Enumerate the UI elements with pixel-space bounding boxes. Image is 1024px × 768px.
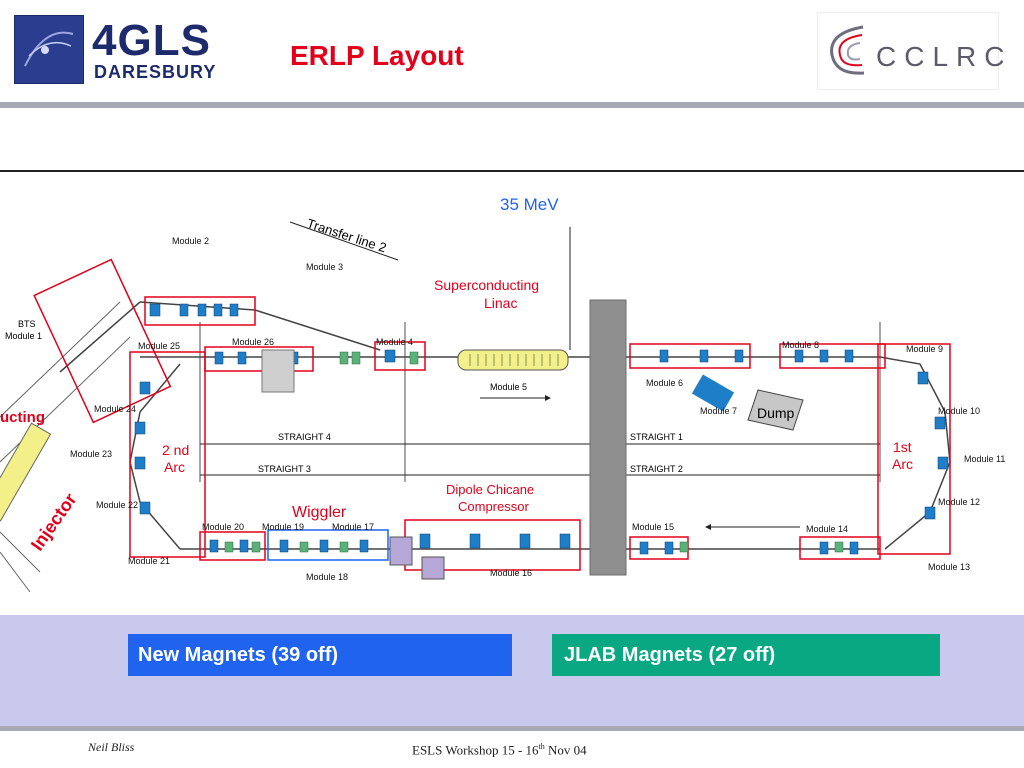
module-15-label: Module 15	[632, 522, 674, 532]
bts-label: BTS	[18, 319, 36, 329]
module-11-label: Module 11	[964, 454, 1005, 464]
straight-dimension-lines: STRAIGHT 4 STRAIGHT 1 STRAIGHT 3 STRAIGH…	[199, 322, 881, 482]
module-25-label: Module 25	[138, 341, 180, 351]
module-9-label: Module 9	[906, 344, 943, 354]
footer-author: Neil Bliss	[88, 740, 135, 754]
daresbury-emblem-logo	[14, 15, 84, 84]
module-14-frame	[799, 536, 881, 560]
injector-section: ucting Injector	[0, 301, 131, 593]
module-2-frame	[144, 296, 256, 326]
footer-event-suffix: Nov 04	[544, 742, 587, 758]
linac-cryomodule	[457, 349, 569, 371]
diagnostic-box-2	[421, 556, 445, 580]
arrow-left-icon	[705, 524, 711, 530]
module-19-label: Module 19	[262, 522, 304, 532]
footer-event-sup: th	[538, 742, 545, 751]
dump-line-magnet	[691, 374, 735, 412]
module-23-label: Module 23	[70, 449, 112, 459]
chicane-label-line1: Dipole Chicane	[446, 482, 534, 497]
new-magnets-legend: New Magnets (39 off)	[128, 634, 512, 676]
jlab-magnets-legend: JLAB Magnets (27 off)	[552, 634, 940, 676]
module-5-label: Module 5	[490, 382, 527, 392]
cclrc-logo: CCLRC	[817, 12, 1004, 90]
linac-label-line2: Linac	[484, 295, 517, 311]
module-16-label: Module 16	[490, 568, 532, 578]
footer-event: ESLS Workshop 15 - 16th Nov 04	[412, 742, 587, 758]
first-arc-beampath	[879, 356, 951, 550]
module-labels: Module 2 Module 3 Module 4 Module 6 Modu…	[70, 236, 1005, 582]
module-21-label: Module 21	[128, 556, 170, 566]
straight-3-label: STRAIGHT 3	[258, 464, 311, 474]
shielding-wall	[589, 299, 627, 576]
transfer-line-bracket	[289, 221, 399, 261]
arrow-right-icon	[545, 395, 551, 401]
module-8-frame	[779, 343, 886, 369]
slide-footer	[0, 731, 1024, 768]
module-17-label: Module 17	[332, 522, 374, 532]
module-8-label: Module 8	[782, 340, 819, 350]
module-14-label: Module 14	[806, 524, 848, 534]
module-1-label: Module 1	[5, 331, 42, 341]
footer-event-prefix: ESLS Workshop 15 - 16	[412, 742, 539, 758]
module-13-label: Module 13	[928, 562, 970, 572]
module-20-frame	[199, 531, 266, 561]
page-title: ERLP Layout	[290, 40, 464, 71]
energy-label: 35 MeV	[500, 195, 559, 214]
module-15-frame	[629, 536, 689, 560]
injector-partial-label: ucting	[0, 409, 45, 426]
linac-label-line1: Superconducting	[434, 277, 539, 293]
straight-1-label: STRAIGHT 1	[630, 432, 683, 442]
bts-frame	[33, 258, 172, 424]
4gls-logo: 4GLS DARESBURY	[88, 16, 244, 82]
module-18-label: Module 18	[306, 572, 348, 582]
first-arc-label-line2: Arc	[892, 456, 913, 472]
module-26-frame	[204, 346, 314, 372]
second-arc-label-line1: 2 nd	[162, 442, 189, 458]
footer-divider	[0, 726, 1024, 731]
layout-drawing: ucting Injector STRAIGHT 4 STRAIGHT 1 ST…	[0, 195, 1005, 593]
module-7-label: Module 7	[700, 406, 737, 416]
wiggler-frame	[267, 529, 389, 561]
chicane-label-line2: Compressor	[458, 499, 529, 514]
module-4-frame	[374, 341, 426, 371]
injector-linac-box	[0, 422, 52, 522]
globe-swirl-icon	[830, 25, 865, 75]
module-3-label: Module 3	[306, 262, 343, 272]
beam-dump	[747, 389, 804, 431]
diagnostic-box-1	[389, 536, 413, 566]
module-6-frame	[629, 343, 751, 369]
logo-cclrc-text: CCLRC	[876, 41, 1013, 72]
module-12-label: Module 12	[938, 497, 980, 507]
header-divider	[0, 102, 1024, 108]
water-dump-box	[261, 349, 295, 393]
first-arc-frame	[877, 343, 951, 555]
transfer-line-label: Transfer line 2	[305, 216, 388, 256]
linac-cavities	[469, 354, 559, 366]
straight-4-label: STRAIGHT 4	[278, 432, 331, 442]
module-4-label: Module 4	[376, 337, 413, 347]
swirl-icon	[24, 31, 74, 67]
module-2-label: Module 2	[172, 236, 209, 246]
quadrupole-elements	[224, 351, 844, 553]
module-10-label: Module 10	[938, 406, 980, 416]
second-arc-frame	[129, 351, 206, 558]
logo-daresbury-text: DARESBURY	[94, 62, 217, 82]
logo-4gls-text: 4GLS	[92, 16, 211, 65]
dump-label: Dump	[757, 405, 795, 421]
magnet-elements	[134, 303, 949, 555]
erlp-layout-diagram: ucting Injector STRAIGHT 4 STRAIGHT 1 ST…	[0, 170, 1024, 617]
module-20-label: Module 20	[202, 522, 244, 532]
injector-label: Injector	[27, 490, 81, 555]
module-6-label: Module 6	[646, 378, 683, 388]
second-arc-label-line2: Arc	[164, 459, 185, 475]
first-arc-label-line1: 1st	[893, 439, 912, 455]
module-22-label: Module 22	[96, 500, 138, 510]
module-24-label: Module 24	[94, 404, 136, 414]
straight-2-label: STRAIGHT 2	[630, 464, 683, 474]
module-26-label: Module 26	[232, 337, 274, 347]
wiggler-label: Wiggler	[292, 504, 347, 521]
